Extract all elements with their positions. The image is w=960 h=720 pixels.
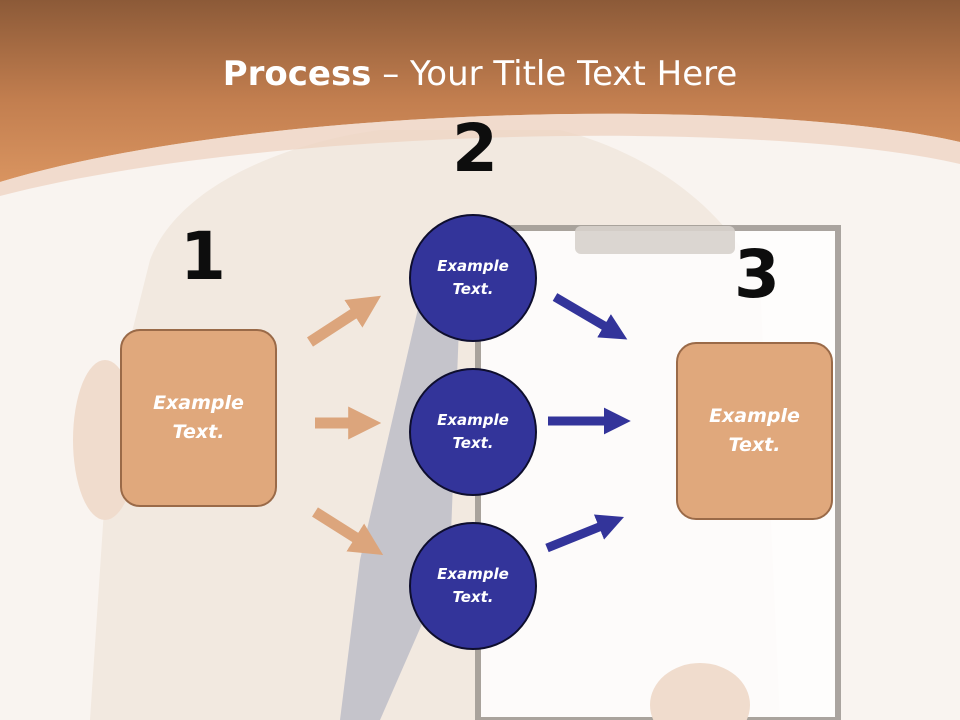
step-number-1: 1 [180,218,226,295]
left-box: Example Text. [120,329,277,507]
arrow-bottom-to-right [545,514,625,553]
circle-middle-text: Example Text. [437,411,509,452]
step-number-2: 2 [452,110,498,187]
circle-top: Example Text. [409,214,537,342]
right-box-text: Example Text. [709,405,800,456]
circle-top-text: Example Text. [437,257,509,298]
step-number-3: 3 [734,236,780,313]
title-rest: – Your Title Text Here [371,54,738,94]
right-box: Example Text. [676,342,833,520]
circle-bottom: Example Text. [409,522,537,650]
arrow-left-to-top [307,295,382,347]
arrow-left-to-bottom [312,507,384,556]
arrow-top-to-right [552,293,628,340]
circle-middle: Example Text. [409,368,537,496]
circle-bottom-text: Example Text. [437,565,509,606]
left-box-text: Example Text. [153,392,244,443]
title-bold: Process [222,54,372,94]
slide-title: Process – Your Title Text Here [0,54,960,94]
